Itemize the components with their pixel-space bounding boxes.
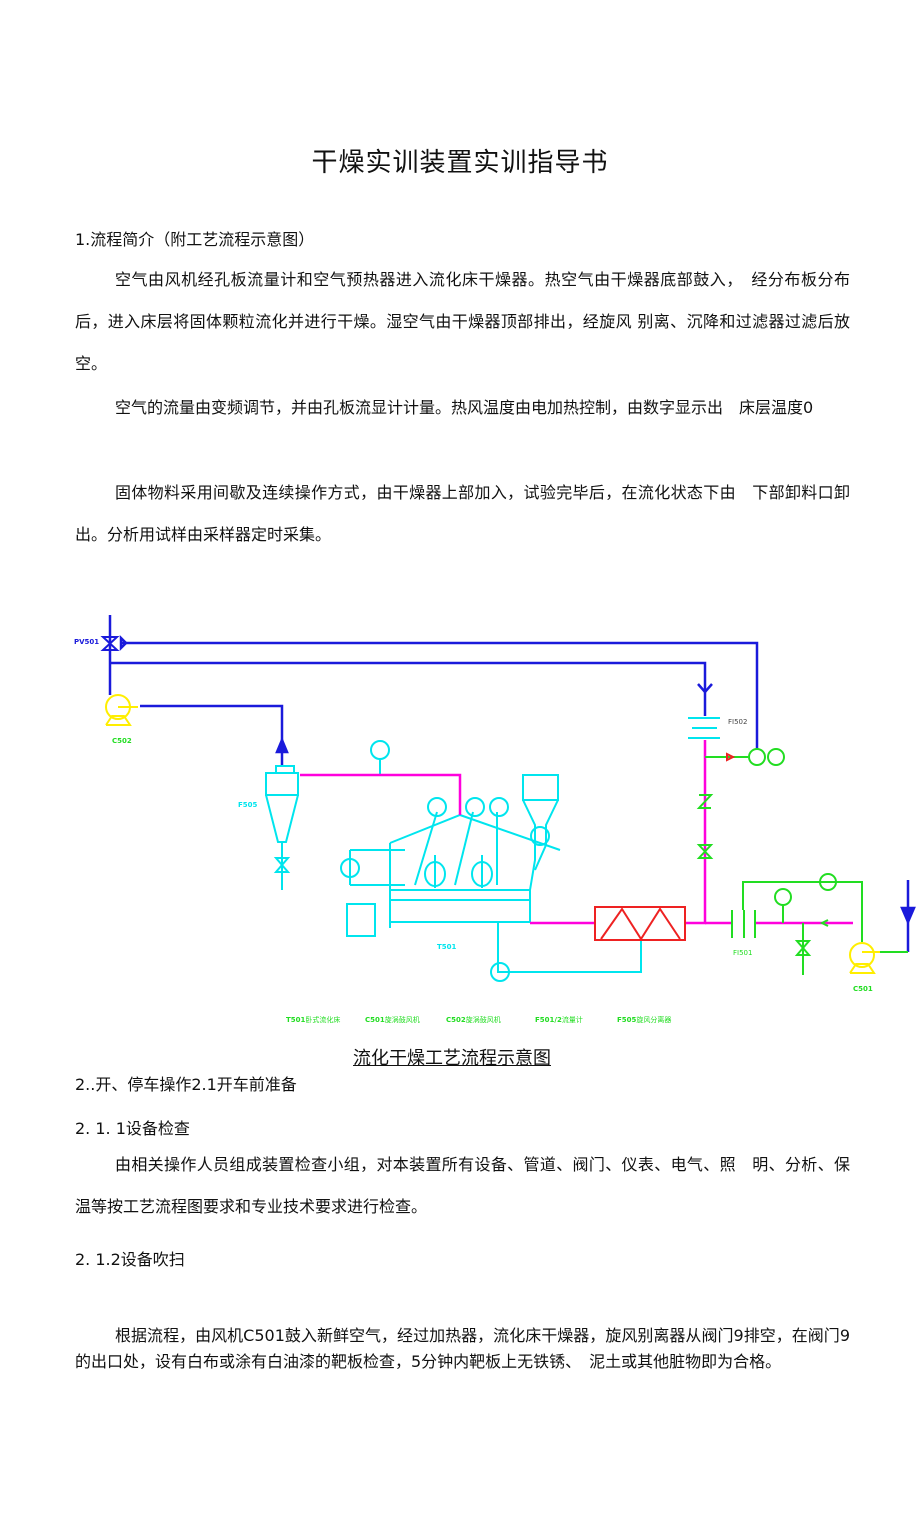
label-c502: C502 — [112, 737, 132, 745]
paragraph: 空气由风机经孔板流量计和空气预热器进入流化床干燥器。热空气由干燥器底部鼓入， 经… — [75, 270, 850, 373]
svg-text:F505旋风分离器: F505旋风分离器 — [617, 1015, 671, 1024]
svg-text:T501卧式流化床: T501卧式流化床 — [286, 1015, 340, 1024]
label-pv501: PV501 — [74, 638, 99, 646]
legend-code: T501 — [286, 1016, 306, 1024]
document-title: 干燥实训装置实训指导书 — [311, 148, 609, 178]
section-2-heading: 2..开、停车操作2.1开车前准备 — [75, 1075, 297, 1094]
legend-code: C501 — [365, 1016, 385, 1024]
fan-c502-icon — [105, 694, 138, 726]
legend-desc: 卧式流化床 — [305, 1015, 340, 1024]
legend-code: C502 — [446, 1016, 466, 1024]
flowmeter-fi502-icon — [688, 717, 720, 739]
legend-desc: 旋涡鼓风机 — [466, 1015, 501, 1024]
legend-code: F505 — [617, 1016, 637, 1024]
equipment — [265, 758, 642, 973]
label-c501: C501 — [853, 985, 873, 993]
label-fi501: FI501 — [733, 949, 752, 957]
legend-desc: 旋涡鼓风机 — [385, 1015, 420, 1024]
label-fi502: FI502 — [728, 718, 747, 726]
heater-icon — [594, 906, 686, 941]
process-flow-diagram: PV501 C502 F505 T501 FI502 FI501 C501 T5… — [74, 615, 916, 1024]
svg-text:F501/2流量计: F501/2流量计 — [535, 1015, 583, 1024]
label-f505: F505 — [238, 801, 258, 809]
subsection-heading: 2. 1. 1设备检查 — [75, 1119, 190, 1138]
legend-desc: 旋风分离器 — [636, 1015, 671, 1024]
svg-text:C502旋涡鼓风机: C502旋涡鼓风机 — [446, 1015, 501, 1024]
legend: T501卧式流化床 C501旋涡鼓风机 C502旋涡鼓风机 F501/2流量计 … — [286, 1015, 671, 1024]
diagram-caption: 流化干燥工艺流程示意图 — [353, 1048, 551, 1069]
paragraph: 由相关操作人员组成装置检查小组，对本装置所有设备、管道、阀门、仪表、电气、照 明… — [75, 1155, 850, 1216]
fan-c501-icon — [849, 942, 880, 974]
legend-code: F501/2 — [535, 1016, 562, 1024]
gauge-icons — [340, 740, 837, 982]
paragraph: 固体物料采用间歇及连续操作方式，由干燥器上部加入，试验完毕后，在流化状态下由 下… — [75, 483, 850, 544]
subsection-heading: 2. 1.2设备吹扫 — [75, 1250, 185, 1269]
air-piping — [100, 615, 916, 952]
section-1-heading: 1.流程简介（附工艺流程示意图） — [75, 230, 315, 249]
svg-text:C501旋涡鼓风机: C501旋涡鼓风机 — [365, 1015, 420, 1024]
hot-air-piping — [300, 740, 853, 925]
label-t501: T501 — [437, 943, 457, 951]
paragraph: 根据流程，由风机C501鼓入新鲜空气，经过加热器，流化床干燥器，旋风别离器从阀门… — [75, 1326, 850, 1371]
paragraph: 空气的流量由变频调节，并由孔板流显计计量。热风温度由电加热控制，由数字显示出 床… — [115, 398, 814, 417]
legend-desc: 流量计 — [562, 1015, 583, 1024]
instrument-lines — [696, 752, 908, 975]
